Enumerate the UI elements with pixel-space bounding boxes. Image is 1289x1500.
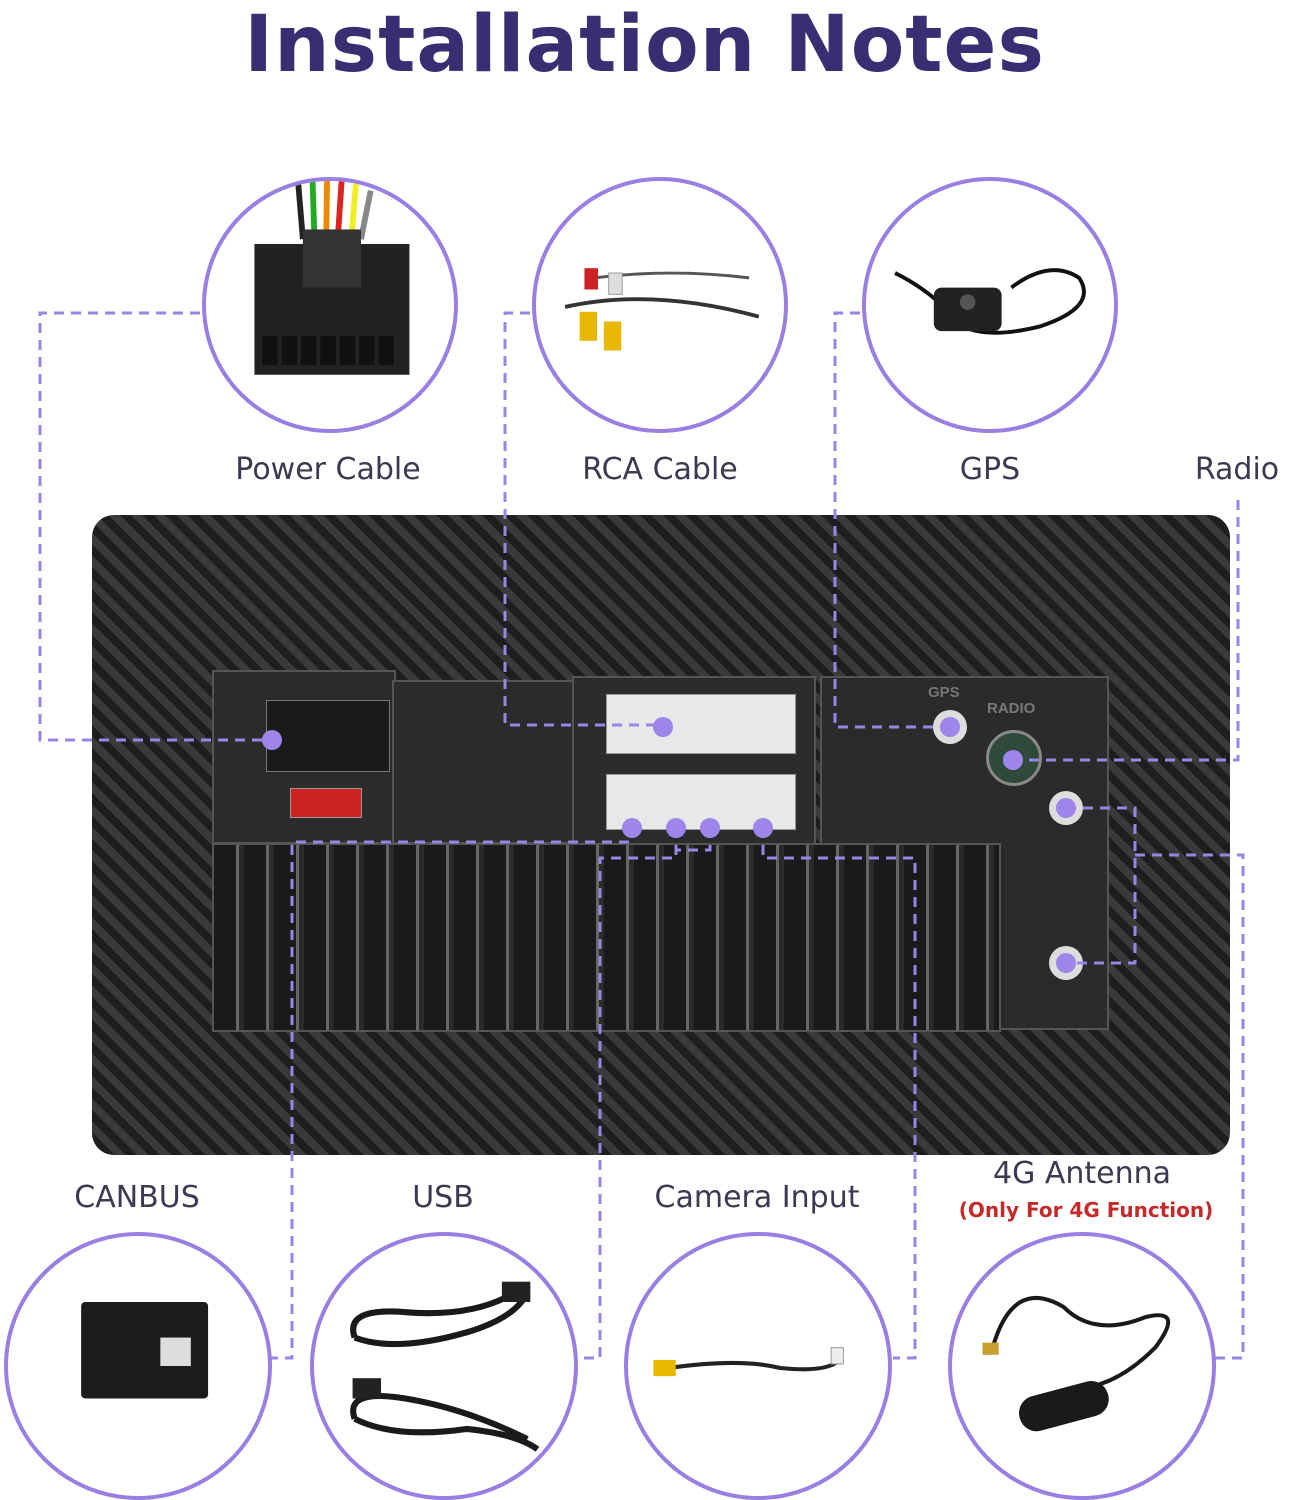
label-radio: Radio (1194, 452, 1280, 487)
blank-port-panel (392, 680, 574, 844)
canbus-usb-camera-ports (606, 774, 796, 830)
camera-input-cable-image (624, 1232, 892, 1500)
4g-port-1 (1049, 791, 1083, 825)
label-4g-antenna: 4G Antenna (992, 1156, 1172, 1191)
fuse (290, 788, 362, 818)
label-camera-input: Camera Input (654, 1180, 860, 1215)
radio-port-label: RADIO (987, 700, 1036, 717)
rca-cable-image (532, 177, 788, 433)
4g-antenna-note: (Only For 4G Function) (958, 1198, 1214, 1222)
4g-port-2 (1049, 946, 1083, 980)
rca-port (606, 694, 796, 754)
canbus-image (4, 1232, 272, 1500)
heatsink-fins (212, 843, 1001, 1032)
gps-antenna-image (862, 177, 1118, 433)
radio-port (986, 730, 1042, 786)
power-cable-image (202, 177, 458, 433)
label-rca-cable: RCA Cable (582, 452, 738, 487)
label-power-cable: Power Cable (235, 452, 421, 487)
4g-antenna-image (948, 1232, 1216, 1500)
usb-cable-image (310, 1232, 578, 1500)
power-port (266, 700, 390, 772)
label-gps: GPS (959, 452, 1021, 487)
gps-port (933, 710, 967, 744)
page-title: Installation Notes (244, 0, 1045, 90)
gps-port-label: GPS (928, 684, 960, 701)
label-usb: USB (412, 1180, 474, 1215)
label-canbus: CANBUS (74, 1180, 200, 1215)
